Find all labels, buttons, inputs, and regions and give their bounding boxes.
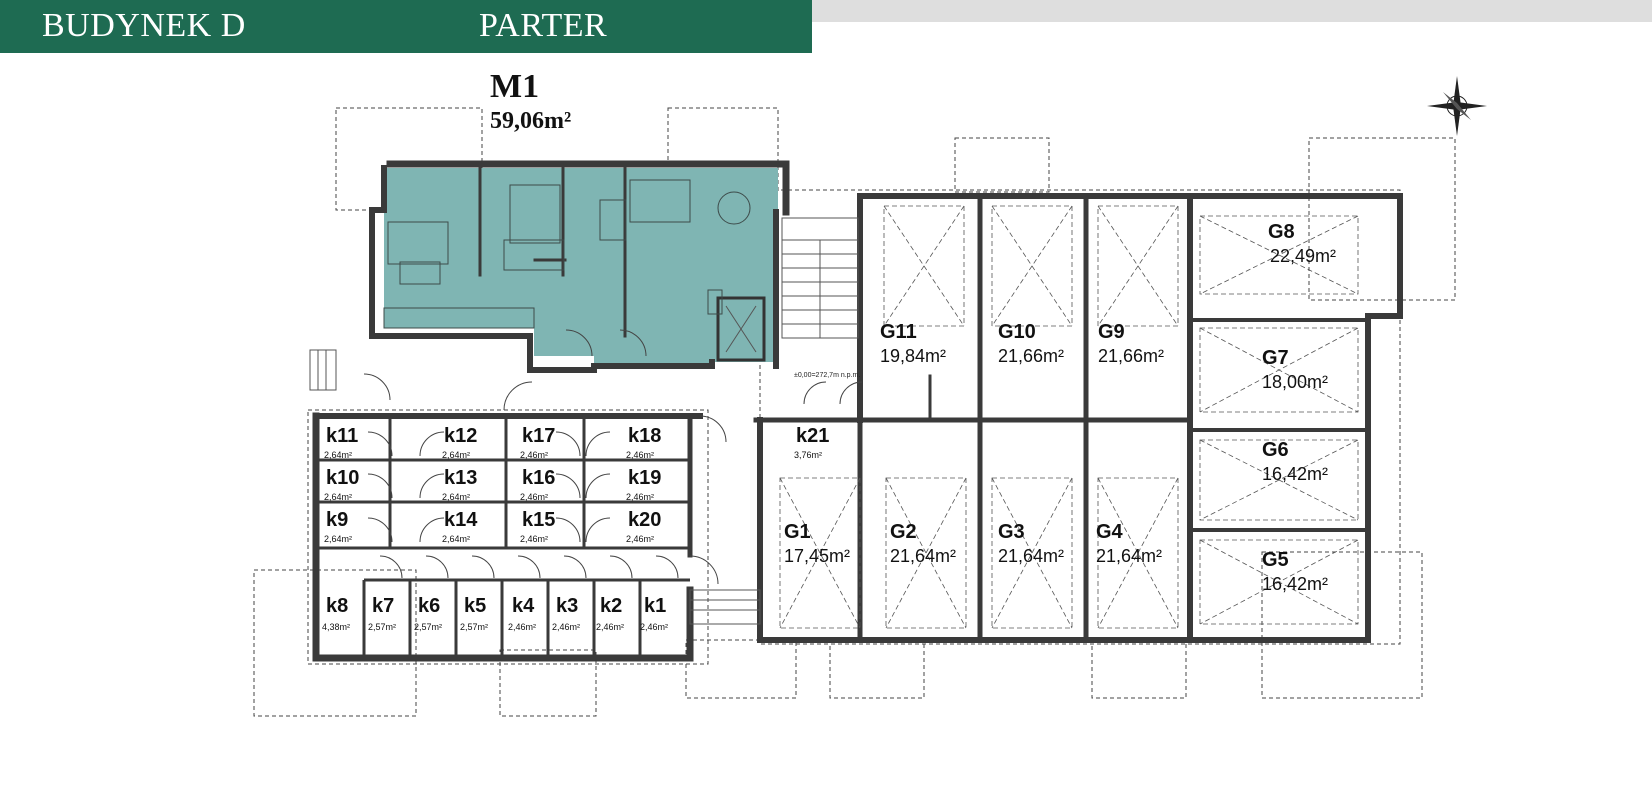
storage-label-k2: k2 <box>600 595 622 617</box>
header-bar: BUDYNEK D PARTER <box>0 0 812 53</box>
compass-icon <box>1427 76 1487 136</box>
garage-label-g5: G5 <box>1262 549 1289 571</box>
garage-area-g9: 21,66m² <box>1098 346 1164 366</box>
storage-label-k21: k21 <box>796 425 829 447</box>
storage-area-k16: 2,46m² <box>520 492 548 502</box>
staircase <box>309 217 859 625</box>
storage-area-k14: 2,64m² <box>442 534 470 544</box>
garage-label-g10: G10 <box>998 321 1036 343</box>
storage-area-k20: 2,46m² <box>626 534 654 544</box>
storage-label-k9: k9 <box>326 509 348 531</box>
garage-area-g3: 21,64m² <box>998 546 1064 566</box>
garage-label-g2: G2 <box>890 521 917 543</box>
furniture <box>383 179 751 329</box>
storage-label-k8: k8 <box>326 595 348 617</box>
storage-label-k10: k10 <box>326 467 359 489</box>
storage-label-k4: k4 <box>512 595 535 617</box>
garage-label-g7: G7 <box>1262 347 1289 369</box>
storage-area-k2: 2,46m² <box>596 622 624 632</box>
storage-label-k6: k6 <box>418 595 440 617</box>
storage-area-k3: 2,46m² <box>552 622 580 632</box>
storage-area-k10: 2,64m² <box>324 492 352 502</box>
garage-area-g1: 17,45m² <box>784 546 850 566</box>
apartment-name: M1 <box>490 68 540 105</box>
storage-label-k5: k5 <box>464 595 486 617</box>
storage-area-k5: 2,57m² <box>460 622 488 632</box>
storage-area-k15: 2,46m² <box>520 534 548 544</box>
storage-partitions <box>316 416 690 658</box>
storage-label-k1: k1 <box>644 595 666 617</box>
garage-label-g3: G3 <box>998 521 1025 543</box>
garage-label-g11: G11 <box>880 321 917 343</box>
storage-area-k1: 2,46m² <box>640 622 668 632</box>
header-stripe <box>812 0 1652 22</box>
storage-label-k7: k7 <box>372 595 394 617</box>
storage-label-k11: k11 <box>326 425 358 447</box>
storage-area-k17: 2,46m² <box>520 450 548 460</box>
storage-label-k14: k14 <box>444 509 478 531</box>
storage-area-k13: 2,64m² <box>442 492 470 502</box>
garage-area-g7: 18,00m² <box>1262 372 1328 392</box>
garage-area-g5: 16,42m² <box>1262 574 1328 594</box>
storage-area-k18: 2,46m² <box>626 450 654 460</box>
storage-area-k21: 3,76m² <box>794 450 822 460</box>
storage-label-k20: k20 <box>628 509 661 531</box>
garage-area-g10: 21,66m² <box>998 346 1064 366</box>
garage-label-g8: G8 <box>1268 221 1295 243</box>
storage-area-k7: 2,57m² <box>368 622 396 632</box>
elevation-note: ±0,00=272,7m n.p.m. <box>794 372 860 379</box>
storage-label-k3: k3 <box>556 595 578 617</box>
storage-area-k11: 2,64m² <box>324 450 352 460</box>
room-labels: k11 2,64m² k12 2,64m² k17 2,46m² k18 2,46m² k10 2… <box>322 221 1336 632</box>
garage-label-g4: G4 <box>1096 521 1124 543</box>
garage-bays <box>779 205 1359 629</box>
apartment-m1-fill <box>384 168 778 368</box>
storage-area-k6: 2,57m² <box>414 622 442 632</box>
garage-area-g6: 16,42m² <box>1262 464 1328 484</box>
storage-label-k13: k13 <box>444 467 477 489</box>
garage-area-g8: 22,49m² <box>1270 246 1336 266</box>
storage-area-k4: 2,46m² <box>508 622 536 632</box>
garage-area-g4: 21,64m² <box>1096 546 1162 566</box>
garage-label-g1: G1 <box>784 521 811 543</box>
storage-label-k16: k16 <box>522 467 555 489</box>
garage-area-g2: 21,64m² <box>890 546 956 566</box>
storage-label-k12: k12 <box>444 425 477 447</box>
apartment-area: 59,06m² <box>490 108 572 134</box>
door-swings <box>363 329 863 585</box>
storage-label-k18: k18 <box>628 425 661 447</box>
building-title: BUDYNEK D <box>42 7 246 44</box>
storage-label-k15: k15 <box>522 509 555 531</box>
storage-label-k17: k17 <box>522 425 555 447</box>
garage-area-g11: 19,84m² <box>880 346 946 366</box>
storage-area-k12: 2,64m² <box>442 450 470 460</box>
storage-area-k19: 2,46m² <box>626 492 654 502</box>
garage-label-g6: G6 <box>1262 439 1289 461</box>
storage-area-k9: 2,64m² <box>324 534 352 544</box>
garage-label-g9: G9 <box>1098 321 1125 343</box>
storage-label-k19: k19 <box>628 467 661 489</box>
storage-area-k8: 4,38m² <box>322 622 350 632</box>
floor-title: PARTER <box>479 7 608 44</box>
